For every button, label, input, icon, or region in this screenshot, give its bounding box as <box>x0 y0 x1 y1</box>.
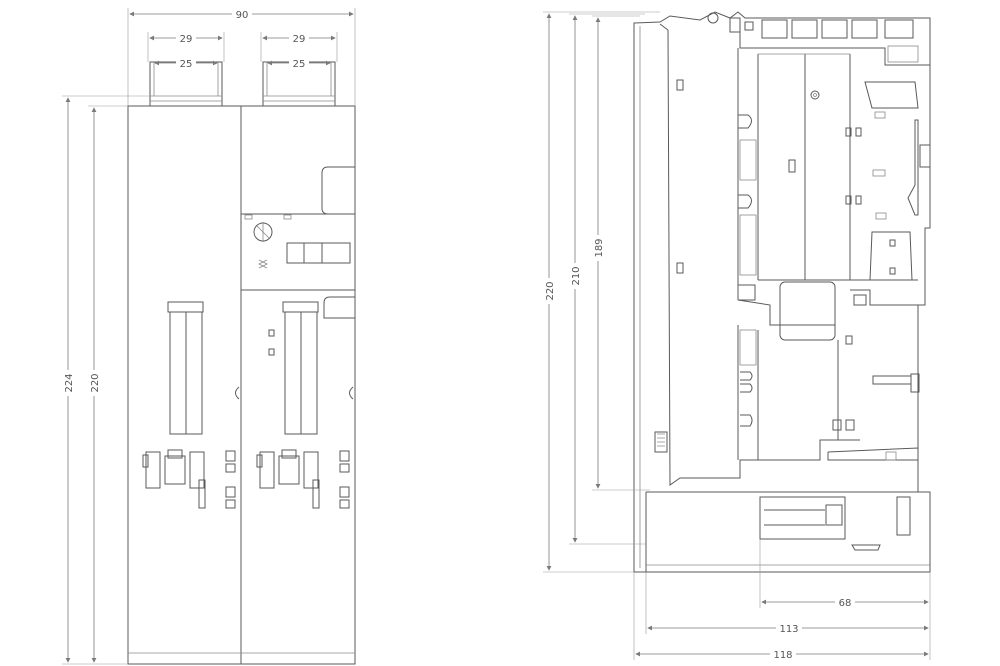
side-right-upper-detail <box>864 81 931 281</box>
dim-side-depth-113: 113 <box>779 624 798 635</box>
dim-front-width: 90 <box>236 10 249 21</box>
side-upper-module <box>676 48 918 300</box>
side-screw-icon <box>707 12 719 24</box>
dim-front-height-total: 224 <box>64 373 75 392</box>
side-dimensions: 220 210 189 68 113 <box>543 11 931 661</box>
side-view: 220 210 189 68 113 <box>543 11 931 661</box>
c-clip-left <box>235 386 240 400</box>
dim-side-height-total: 220 <box>545 281 556 300</box>
latch-group-right <box>256 449 350 509</box>
latch-group-left <box>142 449 236 509</box>
dim-side-depth-68: 68 <box>839 598 852 609</box>
dim-terminal-left-inner: 25 <box>180 59 193 70</box>
handle-left <box>167 301 204 435</box>
dim-side-depth-118: 118 <box>773 650 792 661</box>
side-bottom-rail <box>645 491 930 572</box>
side-top-connectors <box>707 12 930 66</box>
dim-side-height-210: 210 <box>571 266 582 285</box>
side-middle-block <box>737 281 918 345</box>
c-clip-right <box>349 386 354 400</box>
dim-terminal-left-outer: 29 <box>180 34 193 45</box>
front-dimensions: 90 29 25 29 25 224 <box>62 8 356 665</box>
handle-right <box>282 301 319 435</box>
dim-side-height-189: 189 <box>594 238 605 257</box>
dim-front-height-body: 220 <box>90 373 101 392</box>
side-housing-outline <box>633 11 931 573</box>
front-view: 90 29 25 29 25 224 <box>62 8 356 665</box>
dim-terminal-right-outer: 29 <box>293 34 306 45</box>
side-lower-module <box>654 325 920 461</box>
front-right-module-details <box>241 166 355 319</box>
terminal-right <box>262 61 336 107</box>
dim-terminal-right-inner: 25 <box>293 59 306 70</box>
